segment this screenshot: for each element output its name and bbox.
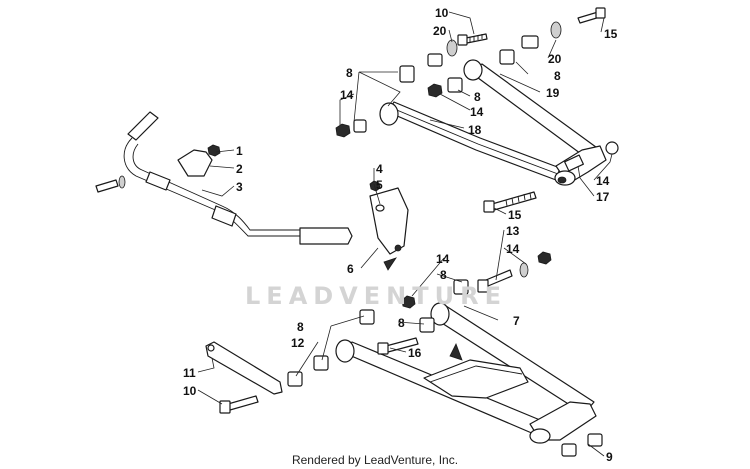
callout-18: 18 <box>468 123 482 137</box>
lower-nut-rear <box>401 295 416 309</box>
lower-arm-rear-pivot <box>430 302 450 326</box>
lower-bushing-rear-b <box>419 317 435 333</box>
upper-bolt-lower-head <box>483 200 495 213</box>
stabilizer-bolt <box>95 179 119 193</box>
lower-bushing-front-a <box>313 355 329 371</box>
upper-spacer-right <box>521 35 539 49</box>
stabilizer-bar-bend-inner <box>132 143 300 231</box>
lower-bolt-left-head <box>219 400 231 414</box>
ball-joint-bushing <box>564 154 584 172</box>
upper-a-arm-assembly <box>335 7 619 213</box>
callout-14-upper-mid: 14 <box>470 105 484 119</box>
callout-6: 6 <box>347 262 354 276</box>
watermark: LEADVENTURE <box>245 282 507 310</box>
upper-bushing-right-a <box>499 49 515 65</box>
upper-spacer-left <box>427 53 443 67</box>
callout-7: 7 <box>513 314 520 328</box>
lower-link-plate-hole <box>207 344 215 352</box>
upper-bushing-left-a <box>399 65 415 83</box>
stabilizer-end-link <box>369 187 409 255</box>
callout-1: 1 <box>236 144 243 158</box>
lower-forward-arrow <box>449 343 463 361</box>
ball-joint-nut <box>605 141 619 155</box>
callout-9: 9 <box>606 450 613 464</box>
callout-8-lower-mid: 8 <box>398 316 405 330</box>
callout-8-lower-left: 8 <box>297 320 304 334</box>
callout-20-upper-right: 20 <box>548 52 562 66</box>
callout-19: 19 <box>546 86 560 100</box>
stabilizer-bracket <box>177 149 213 177</box>
lower-a-arm-gusset <box>423 359 529 399</box>
callout-15-lower: 15 <box>508 208 522 222</box>
upper-nut-left <box>335 123 351 138</box>
lower-bushing-front-b <box>287 371 303 387</box>
stabilizer-washer <box>118 175 126 189</box>
stabilizer-end-link-hole <box>394 244 402 252</box>
lower-link-plate <box>205 341 283 395</box>
callout-13: 13 <box>506 224 520 238</box>
stabilizer-bar-assembly <box>95 111 409 271</box>
upper-bushing-left-b <box>353 119 367 133</box>
end-link-washer <box>375 204 385 212</box>
upper-arm-front-pivot <box>379 102 399 126</box>
upper-bolt-lower-thread <box>505 192 532 207</box>
callout-17: 17 <box>596 190 610 204</box>
callout-10-upper: 10 <box>435 6 449 20</box>
callout-3: 3 <box>236 180 243 194</box>
upper-bolt-top-head <box>457 34 468 46</box>
lower-a-arm-gusset-edge <box>429 365 523 383</box>
callout-20-upper-left: 20 <box>433 24 447 38</box>
upper-arm-edge <box>391 107 559 175</box>
callout-2: 2 <box>236 162 243 176</box>
render-credit: Rendered by LeadVenture, Inc. <box>291 453 459 467</box>
lower-bushing-a <box>561 443 577 457</box>
lower-bolt-mid-head <box>377 342 389 355</box>
callout-8-upper-mid: 8 <box>474 90 481 104</box>
stabilizer-forward-arrow <box>383 257 397 271</box>
stabilizer-sleeve-upper <box>127 111 159 141</box>
lower-arm-front-pivot <box>335 339 355 363</box>
callout-4: 4 <box>376 162 383 176</box>
lower-ball-joint-cap <box>529 428 551 444</box>
upper-washer-right <box>550 21 562 39</box>
callout-14-lower-mid: 14 <box>436 252 450 266</box>
upper-bushing-mid-a <box>447 77 463 93</box>
upper-washer-left <box>446 39 458 57</box>
callout-8-upper-right: 8 <box>554 69 561 83</box>
callout-11: 11 <box>183 366 196 380</box>
lower-a-arm-assembly <box>205 251 603 457</box>
upper-arm-rear-pivot <box>463 59 483 81</box>
lower-bolt-top-head <box>477 279 489 293</box>
lower-bushing-top <box>453 279 469 295</box>
stabilizer-bar-bushing <box>145 171 171 191</box>
callout-10-lower: 10 <box>183 384 197 398</box>
upper-bolt-top <box>465 33 488 44</box>
callout-12: 12 <box>291 336 305 350</box>
upper-bolt-right-head <box>595 7 606 19</box>
stabilizer-nut <box>207 144 221 157</box>
lower-bushing-b <box>587 433 603 447</box>
callout-8-lower-top: 8 <box>440 268 447 282</box>
upper-nut-mid <box>427 83 443 98</box>
callout-15-upper-right: 15 <box>604 27 618 41</box>
lower-washer-top <box>519 262 529 278</box>
stabilizer-bar-mid-bushing <box>211 205 237 227</box>
lower-bolt-left <box>227 395 259 411</box>
upper-bolt-top-thread <box>469 34 483 42</box>
callout-16: 16 <box>408 346 422 360</box>
lower-nut-top <box>537 251 552 265</box>
callout-5: 5 <box>376 178 383 192</box>
callouts: 10 20 15 20 8 8 14 8 19 14 18 1 2 3 4 5 … <box>183 6 618 464</box>
callout-14-ball-joint: 14 <box>596 174 610 188</box>
callout-8-upper-left: 8 <box>346 66 353 80</box>
callout-14-lower-top: 14 <box>506 242 520 256</box>
callout-14-upper-left: 14 <box>340 88 354 102</box>
stabilizer-end-sleeve <box>299 227 353 245</box>
upper-ball-joint-stud <box>557 176 567 184</box>
leader-lines <box>197 11 613 457</box>
lower-bushing-rear-a <box>359 309 375 325</box>
